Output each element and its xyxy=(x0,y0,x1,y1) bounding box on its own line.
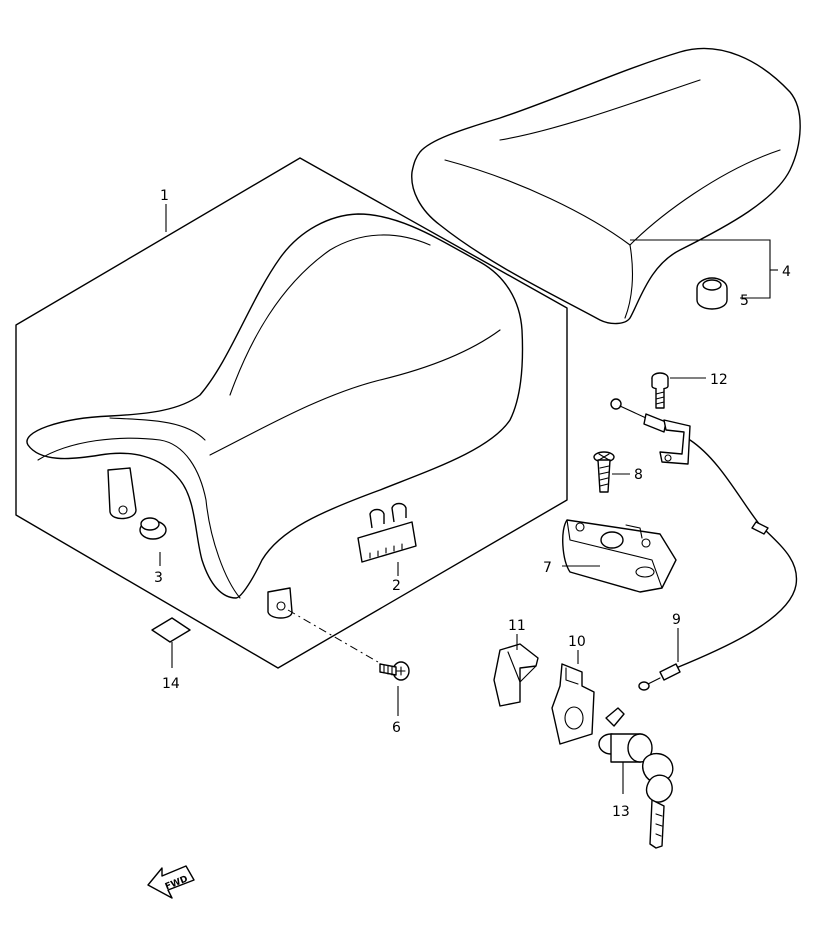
screw-part-6[interactable] xyxy=(379,661,410,681)
bolt-part-12[interactable] xyxy=(651,372,669,409)
lock-cylinder-part-13[interactable] xyxy=(598,707,653,763)
label-4[interactable]: 4 xyxy=(782,264,791,280)
leader-lines xyxy=(159,204,778,794)
clip-part-11[interactable] xyxy=(493,643,539,707)
label-1[interactable]: 1 xyxy=(160,188,169,204)
seat-lock-base-part-7[interactable] xyxy=(562,519,677,593)
seat-lock-cable-part-9[interactable] xyxy=(610,398,798,691)
rear-seat-part-4[interactable] xyxy=(411,47,801,325)
label-14[interactable]: 14 xyxy=(162,676,180,692)
front-seat-assembly[interactable] xyxy=(15,157,568,669)
label-11[interactable]: 11 xyxy=(508,618,526,634)
label-9[interactable]: 9 xyxy=(672,612,681,628)
label-part-14[interactable] xyxy=(151,617,191,643)
label-2[interactable]: 2 xyxy=(392,578,401,594)
key-icon xyxy=(642,753,674,849)
label-12[interactable]: 12 xyxy=(710,372,728,388)
label-13[interactable]: 13 xyxy=(612,804,630,820)
screw-part-8[interactable] xyxy=(593,451,615,493)
rubber-cushion-part-2[interactable] xyxy=(357,502,417,563)
label-5[interactable]: 5 xyxy=(740,293,749,309)
label-3[interactable]: 3 xyxy=(154,570,163,586)
fwd-arrow-icon: FWD xyxy=(147,865,195,899)
label-10[interactable]: 10 xyxy=(568,634,586,650)
label-6[interactable]: 6 xyxy=(392,720,401,736)
part-labels: 1 2 3 4 5 6 7 8 9 10 11 12 13 14 xyxy=(154,188,791,820)
label-8[interactable]: 8 xyxy=(634,467,643,483)
rubber-bumper-part-5[interactable] xyxy=(696,277,728,310)
cushion-knob-part-3[interactable] xyxy=(139,517,167,540)
label-7[interactable]: 7 xyxy=(543,560,552,576)
lock-bracket-part-10[interactable] xyxy=(551,663,595,745)
